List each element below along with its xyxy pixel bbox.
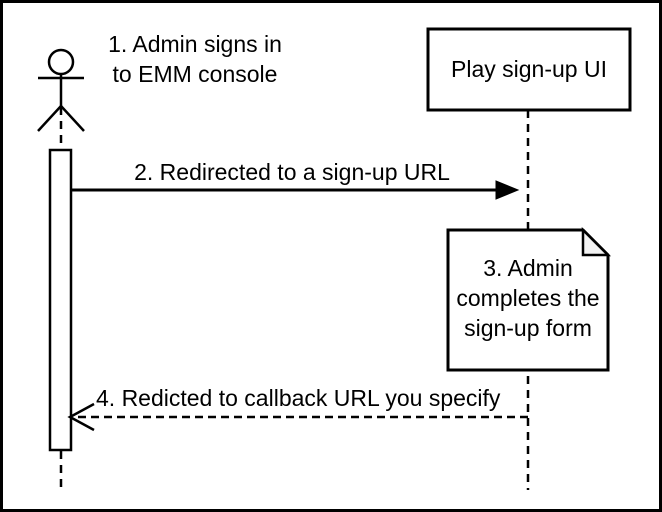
step1-line-1: 1. Admin signs in (108, 31, 282, 57)
step1-line-2: to EMM console (112, 61, 278, 87)
message-2-arrow (72, 180, 520, 200)
actor-head (47, 48, 75, 76)
message-2-label: 2. Redirected to a sign-up URL (134, 159, 450, 185)
note-line-2: completes the (456, 285, 600, 311)
actor-leg-right (60, 105, 85, 132)
note-shape (446, 226, 612, 372)
play-ui-box (426, 27, 632, 112)
note-fold-corner-icon (581, 226, 612, 257)
note-line-3: sign-up form (464, 315, 592, 341)
actor-activation-bar (48, 148, 73, 452)
actor-icon (37, 48, 85, 132)
actor-leg-left (37, 105, 62, 132)
step1-annotation: 1. Admin signs in to EMM console (95, 29, 295, 89)
message-2-arrowhead-icon (495, 180, 520, 200)
note-label: 3. Admin completes the sign-up form (448, 253, 608, 343)
note-line-1: 3. Admin (483, 255, 573, 281)
message-4-arrow (67, 402, 528, 432)
message-4-label: 4. Redicted to callback URL you specify (96, 385, 501, 411)
note-body (446, 228, 610, 372)
play-ui-box-label: Play sign-up UI (451, 56, 607, 82)
message-4-arrowhead-icon (67, 402, 95, 432)
